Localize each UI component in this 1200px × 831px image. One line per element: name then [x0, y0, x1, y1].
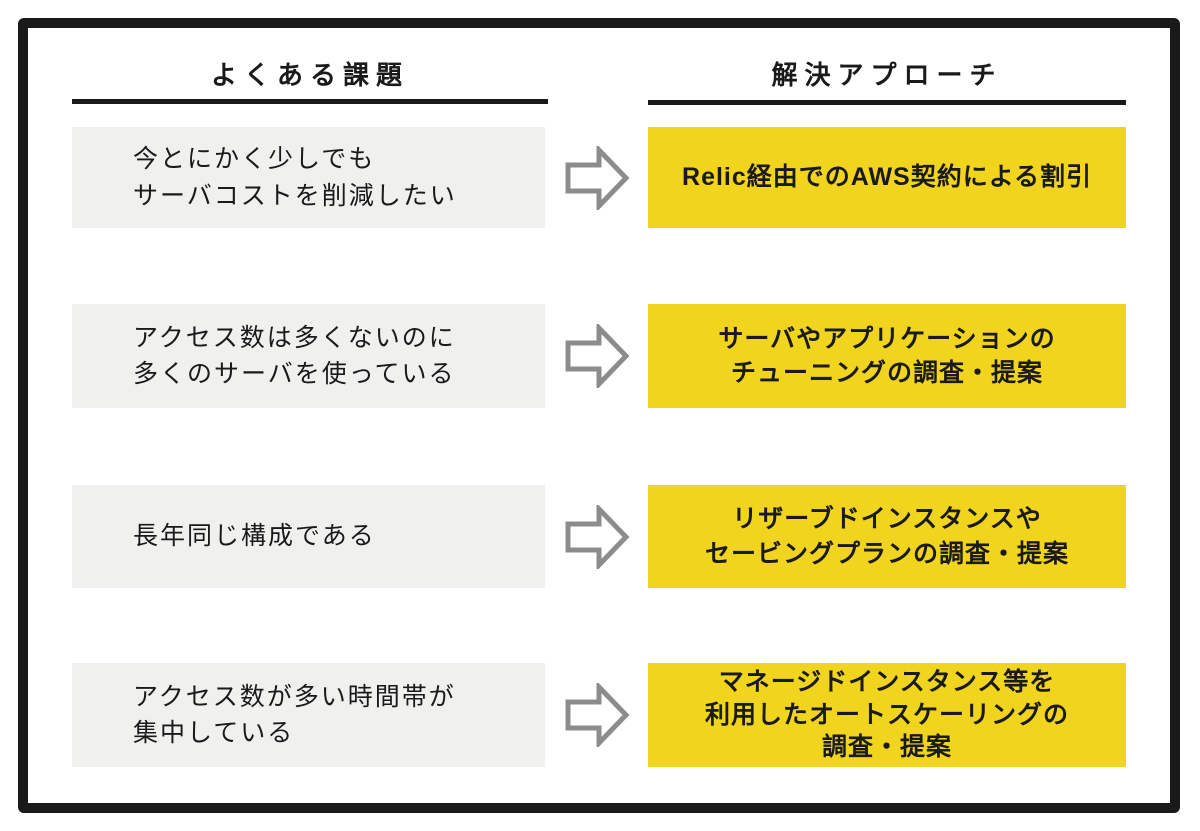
- mapping-row: 長年同じ構成である リザーブドインスタンスや セービングプランの調査・提案: [0, 485, 1200, 588]
- right-arrow-icon: [565, 145, 630, 210]
- problem-box: 長年同じ構成である: [72, 485, 545, 588]
- solution-line: マネージドインスタンス等を: [718, 668, 1056, 697]
- right-arrow-icon: [565, 324, 630, 388]
- solution-box: マネージドインスタンス等を 利用したオートスケーリングの 調査・提案: [648, 663, 1126, 767]
- problem-line: アクセス数は多くないのに: [133, 323, 456, 352]
- mapping-row: アクセス数が多い時間帯が 集中している マネージドインスタンス等を 利用したオー…: [0, 663, 1200, 767]
- problem-line: 今とにかく少しでも: [133, 145, 376, 174]
- solution-box: Relic経由でのAWS契約による割引: [648, 127, 1126, 228]
- solution-line: チューニングの調査・提案: [730, 359, 1043, 387]
- problem-box: アクセス数が多い時間帯が 集中している: [72, 663, 545, 767]
- problem-line: 集中している: [133, 719, 295, 747]
- solution-box: リザーブドインスタンスや セービングプランの調査・提案: [648, 485, 1126, 588]
- problem-box: 今とにかく少しでも サーバコストを削減したい: [72, 127, 545, 228]
- problem-line: 長年同じ構成である: [133, 522, 376, 551]
- right-arrow-icon: [565, 504, 630, 569]
- solution-line: セービングプランの調査・提案: [704, 539, 1069, 568]
- solution-box: サーバやアプリケーションの チューニングの調査・提案: [648, 304, 1126, 408]
- solution-line: リザーブドインスタンスや: [732, 505, 1042, 533]
- problem-line: 多くのサーバを使っている: [133, 360, 456, 388]
- solutions-column-header: 解決アプローチ: [771, 60, 1003, 90]
- solution-line: サーバやアプリケーションの: [718, 324, 1056, 353]
- solution-line: 利用したオートスケーリングの: [704, 700, 1069, 729]
- solutions-header-underline: [648, 100, 1126, 105]
- mapping-row: アクセス数は多くないのに 多くのサーバを使っている サーバやアプリケーションの …: [0, 304, 1200, 408]
- mapping-row: 今とにかく少しでも サーバコストを削減したい Relic経由でのAWS契約による…: [0, 127, 1200, 228]
- right-arrow-icon: [565, 683, 630, 747]
- problem-line: アクセス数が多い時間帯が: [133, 682, 456, 711]
- problems-column-header: よくある課題: [210, 60, 409, 90]
- solution-line: Relic経由でのAWS契約による割引: [682, 163, 1092, 192]
- problem-box: アクセス数は多くないのに 多くのサーバを使っている: [72, 304, 545, 408]
- problem-line: サーバコストを削減したい: [133, 181, 457, 210]
- solution-line: 調査・提案: [821, 733, 952, 762]
- problems-header-underline: [72, 99, 548, 104]
